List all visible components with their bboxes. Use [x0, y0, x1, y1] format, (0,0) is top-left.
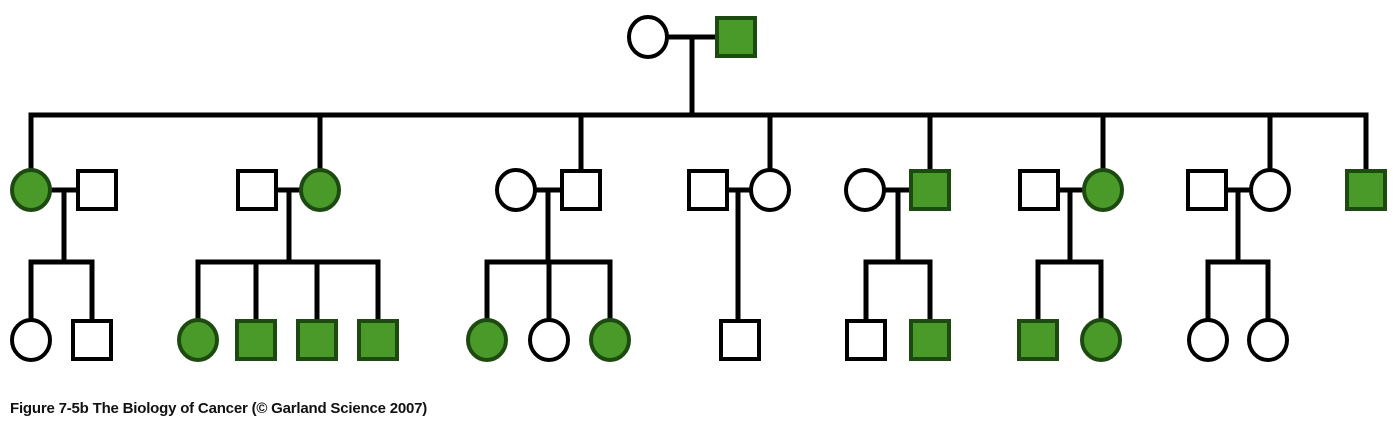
affected-female-gen-III: [1080, 318, 1122, 362]
unaffected-male-gen-II: [236, 169, 278, 211]
affected-female-gen-II: [299, 168, 341, 212]
unaffected-male-gen-III: [71, 319, 113, 361]
unaffected-female-gen-III: [528, 318, 570, 362]
individuals: [10, 15, 1387, 362]
unaffected-male-gen-II: [1018, 169, 1060, 211]
affected-female-gen-III: [589, 318, 631, 362]
marriage-line: [665, 34, 719, 118]
unaffected-female-gen-III: [10, 318, 52, 362]
affected-male-gen-III: [909, 319, 951, 361]
unaffected-female-gen-II: [844, 168, 886, 212]
affected-female-gen-II: [10, 168, 52, 212]
descent-lines: [61, 187, 1241, 323]
affected-male-gen-II: [909, 169, 951, 211]
affected-male-gen-III: [357, 319, 399, 361]
affected-female-gen-III: [177, 318, 219, 362]
unaffected-male-gen-II: [687, 169, 729, 211]
affected-male-gen-I: [715, 16, 757, 58]
unaffected-female-gen-I: [627, 15, 669, 59]
affected-male-gen-II: [1345, 169, 1387, 211]
affected-male-gen-III: [1017, 319, 1059, 361]
unaffected-male-gen-III: [719, 319, 761, 361]
unaffected-female-gen-III: [1247, 318, 1289, 362]
unaffected-male-gen-II: [560, 169, 602, 211]
unaffected-female-gen-II: [495, 168, 537, 212]
unaffected-male-gen-II: [1186, 169, 1228, 211]
unaffected-female-gen-II: [1249, 168, 1291, 212]
unaffected-female-gen-III: [1187, 318, 1229, 362]
sibship-lines: [28, 259, 1271, 323]
affected-female-gen-III: [466, 318, 508, 362]
unaffected-male-gen-II: [76, 169, 118, 211]
pedigree-lines: [28, 34, 1369, 323]
affected-male-gen-III: [296, 319, 338, 361]
descent-lines: [28, 112, 1369, 173]
unaffected-male-gen-III: [845, 319, 887, 361]
figure-caption: Figure 7-5b The Biology of Cancer (© Gar…: [10, 400, 428, 417]
unaffected-female-gen-II: [749, 168, 791, 212]
affected-male-gen-III: [235, 319, 277, 361]
affected-female-gen-II: [1082, 168, 1124, 212]
